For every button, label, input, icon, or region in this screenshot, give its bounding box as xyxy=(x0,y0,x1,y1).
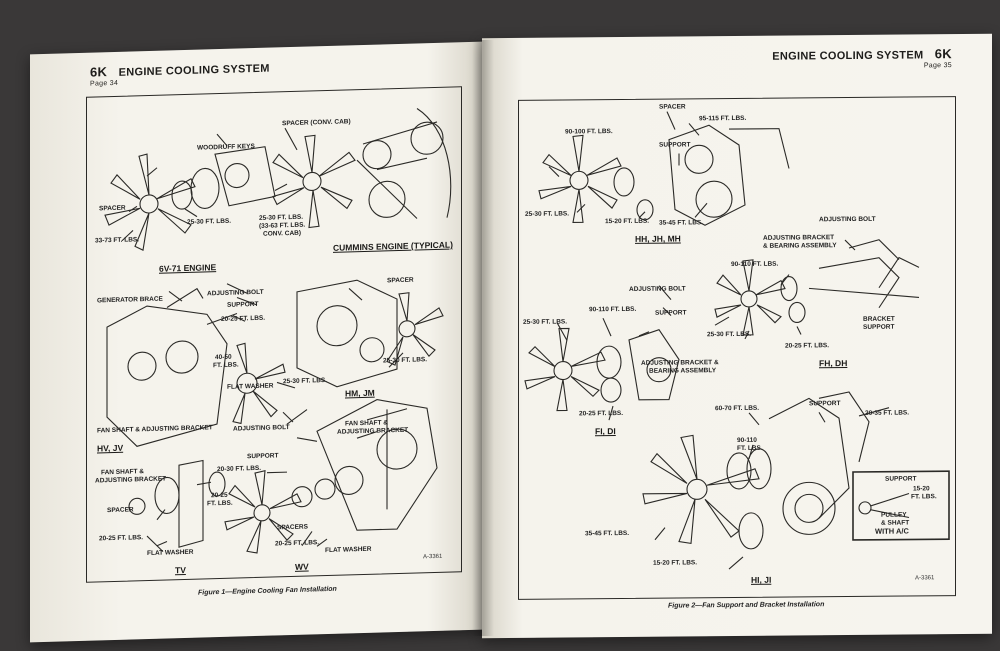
label-torque-60-70: 60-70 FT. LBS. xyxy=(715,404,760,413)
figure-2-caption: Figure 2—Fan Support and Bracket Install… xyxy=(668,601,825,610)
label-torque-90-110-a: 90-110 FT. LBS. xyxy=(731,260,779,269)
label-torque-25-30-c: 25-30 FT. LBS. xyxy=(707,330,752,339)
label-torque-25-30-b: 25-30 FT. LBS. xyxy=(259,213,304,222)
figure-1-caption: Figure 1—Engine Cooling Fan Installation xyxy=(198,585,337,597)
label-conv-cab: CONV. CAB) xyxy=(263,229,302,238)
label-support-1: SUPPORT xyxy=(659,141,691,149)
figure-2-illustration xyxy=(524,111,950,570)
label-torque-95-115: 95-115 FT. LBS. xyxy=(699,114,747,123)
left-page-header: 6K ENGINE COOLING SYSTEM Page 34 xyxy=(90,60,270,88)
caption-fh-dh: FH, DH xyxy=(819,358,848,369)
label-support-3: SUPPORT xyxy=(809,400,841,408)
label-torque-20-35: 20-35 FT. LBS. xyxy=(865,409,910,417)
label-flat-washer-2: FLAT WASHER xyxy=(147,548,194,558)
label-ft-lbs: FT. LBS. xyxy=(737,444,763,452)
label-spacer-6v71: SPACER xyxy=(99,204,126,213)
open-manual: 6K ENGINE COOLING SYSTEM Page 34 xyxy=(30,30,995,643)
caption-hh-jh-mh: HH, JH, MH xyxy=(635,233,681,244)
caption-tv: TV xyxy=(175,564,186,576)
engine-wv-icon xyxy=(224,399,438,554)
caption-fi-di: FI, DI xyxy=(595,426,616,437)
label-torque-33-63: (33-63 FT. LBS. xyxy=(259,221,306,230)
label-fan-shaft-3a: FAN SHAFT & xyxy=(101,468,144,477)
label-torque-25-30-c: 25-30 FT. LBS. xyxy=(383,356,428,365)
fan-fh-icon xyxy=(714,239,920,336)
right-section-number: 6K xyxy=(934,46,952,62)
label-torque-20-25-c: 20-25 FT. LBS. xyxy=(99,534,144,543)
caption-6v71-engine: 6V-71 ENGINE xyxy=(159,262,217,274)
label-torque-20-25-d: 20-25 FT. LBS. xyxy=(275,539,320,548)
right-page-header: ENGINE COOLING SYSTEM 6K Page 35 xyxy=(772,46,952,71)
label-flat-washer-1: FLAT WASHER xyxy=(227,382,274,391)
fan-fi-icon xyxy=(524,327,680,412)
label-with-ac: WITH A/C xyxy=(875,526,909,536)
label-adj-bracket-2a: ADJUSTING BRACKET & xyxy=(641,359,719,367)
label-spacer-tv: SPACER xyxy=(107,506,134,515)
label-adj-bracket-2b: BEARING ASSEMBLY xyxy=(649,367,717,375)
label-spacer: SPACER xyxy=(659,103,686,111)
label-flat-washer-3: FLAT WASHER xyxy=(325,545,372,555)
label-adj-bracket-1b: & BEARING ASSEMBLY xyxy=(763,242,837,250)
figure-1-ref-number: A-3361 xyxy=(423,553,443,561)
caption-hi-ji: HI, JI xyxy=(751,574,772,585)
label-torque-90-110-c: 90-110 xyxy=(737,436,757,444)
label-ft-lbs: FT. LBS. xyxy=(213,361,239,370)
fan-hi-icon xyxy=(642,391,870,550)
label-support-2: SUPPORT xyxy=(247,452,279,461)
label-torque-20-30: 20-30 FT. LBS. xyxy=(217,464,262,474)
label-adj-bracket-1a: ADJUSTING BRACKET xyxy=(763,234,835,242)
figure-1-illustration xyxy=(104,108,452,554)
label-torque-20-25-a: 20-25 FT. LBS. xyxy=(221,314,266,323)
label-pulley: PULLEY xyxy=(881,511,907,519)
label-adjusting-bolt-1: ADJUSTING BOLT xyxy=(629,285,686,293)
label-torque-25-30-a: 25-30 FT. LBS. xyxy=(187,217,232,226)
right-section-title: ENGINE COOLING SYSTEM xyxy=(772,49,924,63)
label-torque-35-45-a: 35-45 FT. LBS. xyxy=(659,219,704,227)
label-torque-90-110-b: 90-110 FT. LBS. xyxy=(589,305,637,314)
label-ft-lbs-2: FT. LBS. xyxy=(911,493,937,501)
figure-1-frame: WOODRUFF KEYS SPACER (CONV. CAB) SPACER … xyxy=(86,86,462,583)
engine-hmjm-icon xyxy=(296,279,444,388)
label-torque-20-25-b: 20-25 xyxy=(211,491,228,500)
label-torque-25-30-d: 25-30 FT. LBS. xyxy=(283,377,328,386)
left-page: 6K ENGINE COOLING SYSTEM Page 34 xyxy=(30,41,482,643)
label-torque-25-30-a: 25-30 FT. LBS. xyxy=(525,210,570,218)
label-spacer-hmjm: SPACER xyxy=(387,276,414,285)
engine-tv-icon xyxy=(128,459,226,552)
label-torque-35-45-b: 35-45 FT. LBS. xyxy=(585,529,630,538)
label-fan-shaft-2a: FAN SHAFT & xyxy=(345,419,388,428)
label-support-1: SUPPORT xyxy=(227,300,259,309)
left-section-number: 6K xyxy=(90,64,108,80)
label-torque-90-100-a: 90-100 FT. LBS. xyxy=(565,128,613,136)
label-bracket-support-1: SUPPORT xyxy=(863,323,895,331)
caption-hv-jv: HV, JV xyxy=(97,442,124,454)
label-torque-20-25-a: 20-25 FT. LBS. xyxy=(785,342,830,350)
label-torque-33-73: 33-73 FT. LBS. xyxy=(95,236,140,245)
right-page: ENGINE COOLING SYSTEM 6K Page 35 xyxy=(482,33,992,639)
figure-2-ref-number: A-3361 xyxy=(915,575,935,582)
figure-2-frame: SPACER 90-100 FT. LBS. 95-115 FT. LBS. S… xyxy=(518,96,956,600)
fan-hh-icon xyxy=(538,124,790,226)
caption-wv: WV xyxy=(295,561,309,572)
left-page-number: Page 34 xyxy=(90,79,119,88)
label-bracket-1: BRACKET xyxy=(863,315,895,323)
label-ft-lbs-2: FT. LBS. xyxy=(207,499,233,508)
label-torque-15-20-b: 15-20 xyxy=(913,485,930,493)
right-page-number: Page 35 xyxy=(923,62,952,70)
fan-cummins-icon xyxy=(272,108,452,229)
label-torque-40-50: 40-50 xyxy=(215,353,232,362)
label-support-2: SUPPORT xyxy=(655,309,687,317)
label-support-4: SUPPORT xyxy=(885,475,917,483)
label-torque-15-20-a: 15-20 FT. LBS. xyxy=(605,217,650,226)
pulley-ac-icon xyxy=(858,492,910,519)
engine-hvjv-icon xyxy=(106,287,286,447)
label-torque-25-30-b: 25-30 FT. LBS. xyxy=(523,318,568,326)
label-torque-15-20-c: 15-20 FT. LBS. xyxy=(653,559,698,567)
label-spacers-wv: SPACERS xyxy=(277,523,308,532)
label-adjusting-bolt-2: ADJUSTING BOLT xyxy=(819,215,876,224)
label-torque-20-25-b: 20-25 FT. LBS. xyxy=(579,409,624,418)
caption-hm-jm: HM, JM xyxy=(345,387,375,399)
